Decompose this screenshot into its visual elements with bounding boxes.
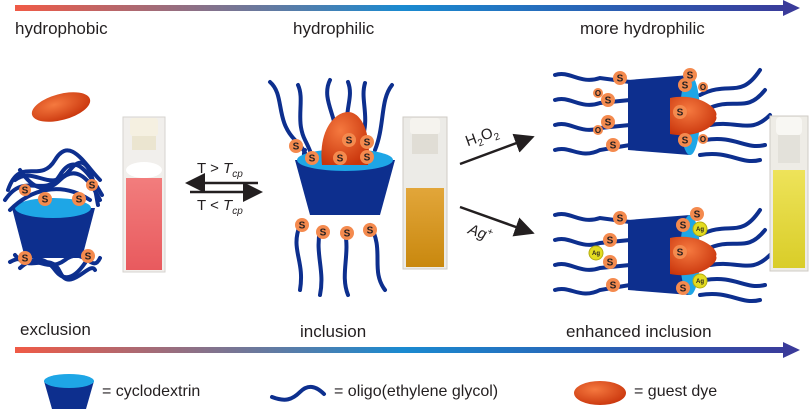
- top-gradient-arrow: [15, 0, 800, 16]
- oxidation-arrow: [459, 133, 535, 166]
- label-hydrophobic: hydrophobic: [15, 19, 108, 38]
- marker-letter: S: [677, 248, 684, 259]
- condition-above-tcp: T > Tcp: [197, 160, 243, 180]
- marker-letter: S: [605, 96, 612, 107]
- marker-letter: S: [617, 74, 624, 85]
- marker-letter: S: [680, 284, 687, 295]
- marker-letter: S: [367, 226, 374, 237]
- oxygen-markers: O O O O: [593, 82, 708, 144]
- tcp-symbol: T: [223, 160, 233, 177]
- marker-letter: S: [346, 136, 353, 147]
- label-enhanced-inclusion: enhanced inclusion: [566, 322, 712, 341]
- cyclodextrin-icon: [44, 374, 94, 409]
- marker-letter: S: [42, 195, 49, 206]
- marker-letter: S: [680, 221, 687, 232]
- marker-letter: S: [76, 195, 83, 206]
- marker-letter: S: [610, 141, 617, 152]
- marker-letter: O: [700, 135, 706, 144]
- marker-letter: S: [337, 154, 344, 165]
- marker-letter: S: [364, 138, 371, 149]
- legend-cyclodextrin-text: = cyclodextrin: [102, 383, 201, 400]
- silver-arrow: [459, 205, 535, 237]
- marker-letter: S: [320, 228, 327, 239]
- condition-below-tcp: T < Tcp: [197, 197, 243, 217]
- marker-letter: Ag: [592, 251, 600, 257]
- marker-letter: S: [22, 254, 29, 265]
- marker-letter: S: [364, 153, 371, 164]
- marker-letter: O: [595, 126, 601, 135]
- operator: >: [210, 160, 219, 177]
- label-inclusion: inclusion: [300, 322, 367, 341]
- marker-letter: S: [22, 186, 29, 197]
- vial-amber: [402, 116, 448, 270]
- marker-letter: S: [299, 221, 306, 232]
- operator: <: [210, 197, 219, 214]
- legend-guest-dye-text: = guest dye: [634, 383, 718, 400]
- marker-letter: O: [595, 89, 601, 98]
- equilibrium-arrows: [185, 173, 263, 202]
- marker-letter: S: [617, 214, 624, 225]
- marker-letter: S: [682, 136, 689, 147]
- marker-letter: S: [682, 81, 689, 92]
- tcp-subscript: cp: [232, 169, 243, 180]
- guest-dye-icon: [574, 381, 626, 405]
- marker-letter: S: [610, 281, 617, 292]
- marker-letter: S: [605, 118, 612, 129]
- marker-letter: S: [89, 181, 96, 192]
- tcp-symbol: T: [223, 197, 233, 214]
- temperature-symbol: T: [197, 160, 206, 177]
- marker-letter: S: [607, 258, 614, 269]
- marker-letter: S: [687, 71, 694, 82]
- marker-letter: S: [694, 210, 701, 221]
- legend-oligo-text: = oligo(ethylene glycol): [334, 383, 499, 400]
- label-hydrophilic: hydrophilic: [293, 19, 375, 38]
- marker-letter: S: [309, 154, 316, 165]
- free-guest-dye: [31, 92, 91, 122]
- marker-letter: S: [293, 142, 300, 153]
- marker-letter: Ag: [696, 279, 704, 285]
- label-exclusion: exclusion: [20, 320, 91, 339]
- label-more-hydrophilic: more hydrophilic: [580, 19, 705, 38]
- marker-letter: S: [85, 252, 92, 263]
- marker-letter: S: [607, 236, 614, 247]
- marker-letter: S: [344, 229, 351, 240]
- vial-yellow: [769, 115, 809, 272]
- bottom-gradient-arrow: [15, 342, 800, 358]
- tcp-subscript: cp: [232, 206, 243, 217]
- marker-letter: Ag: [696, 227, 704, 233]
- marker-letter: O: [700, 83, 706, 92]
- marker-letter: S: [677, 108, 684, 119]
- temperature-symbol: T: [197, 197, 206, 214]
- oligo-ethylene-glycol-icon: [270, 385, 326, 402]
- vial-red: [122, 116, 166, 273]
